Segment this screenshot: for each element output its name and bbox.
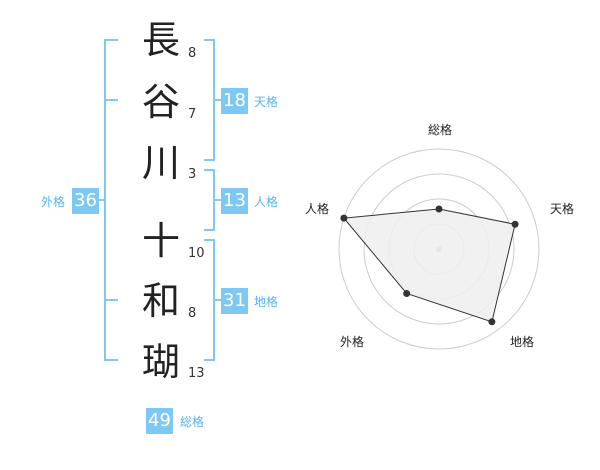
radar-axis-label-chikaku: 地格 bbox=[510, 335, 535, 349]
radar-point-4 bbox=[340, 214, 348, 222]
radar-axis-label-tenkaku: 天格 bbox=[550, 202, 575, 216]
radar-point-1 bbox=[511, 220, 519, 228]
gaikaku-label: 外格 bbox=[41, 195, 66, 209]
name-char-6: 瑚 bbox=[141, 340, 180, 384]
stroke-count-4: 10 bbox=[188, 246, 205, 261]
soukaku-label: 総格 bbox=[180, 415, 205, 429]
radar-axis-label-soukaku: 総格 bbox=[428, 123, 453, 137]
radar-axis-label-jinkaku: 人格 bbox=[305, 202, 330, 216]
name-char-5: 和 bbox=[141, 279, 180, 323]
radar-point-2 bbox=[488, 318, 496, 326]
chikaku-label: 地格 bbox=[254, 295, 279, 309]
radar-point-0 bbox=[435, 205, 443, 213]
stroke-count-6: 13 bbox=[188, 366, 205, 381]
name-char-4: 十 bbox=[141, 219, 180, 263]
name-char-2: 谷 bbox=[141, 80, 180, 124]
name-char-1: 長 bbox=[141, 18, 180, 62]
radar-grid-ring bbox=[338, 148, 540, 350]
soukaku-badge: 49 bbox=[146, 408, 173, 434]
tenkaku-badge: 18 bbox=[221, 88, 248, 114]
chikaku-badge: 31 bbox=[221, 288, 248, 314]
radar-grid-ring bbox=[363, 173, 515, 325]
stroke-count-5: 8 bbox=[188, 306, 197, 321]
stroke-count-3: 3 bbox=[188, 167, 197, 182]
jinkaku-badge: 13 bbox=[221, 188, 248, 214]
name-char-3: 川 bbox=[141, 141, 180, 185]
tenkaku-label: 天格 bbox=[254, 95, 279, 109]
radar-value-polygon bbox=[342, 208, 516, 323]
jinkaku-label: 人格 bbox=[254, 195, 279, 209]
gaikaku-badge: 36 bbox=[72, 188, 99, 214]
stroke-count-1: 8 bbox=[188, 46, 197, 61]
radar-axis-label-gaikaku: 外格 bbox=[340, 335, 365, 349]
stroke-count-2: 7 bbox=[188, 107, 197, 122]
radar-point-3 bbox=[403, 289, 411, 297]
